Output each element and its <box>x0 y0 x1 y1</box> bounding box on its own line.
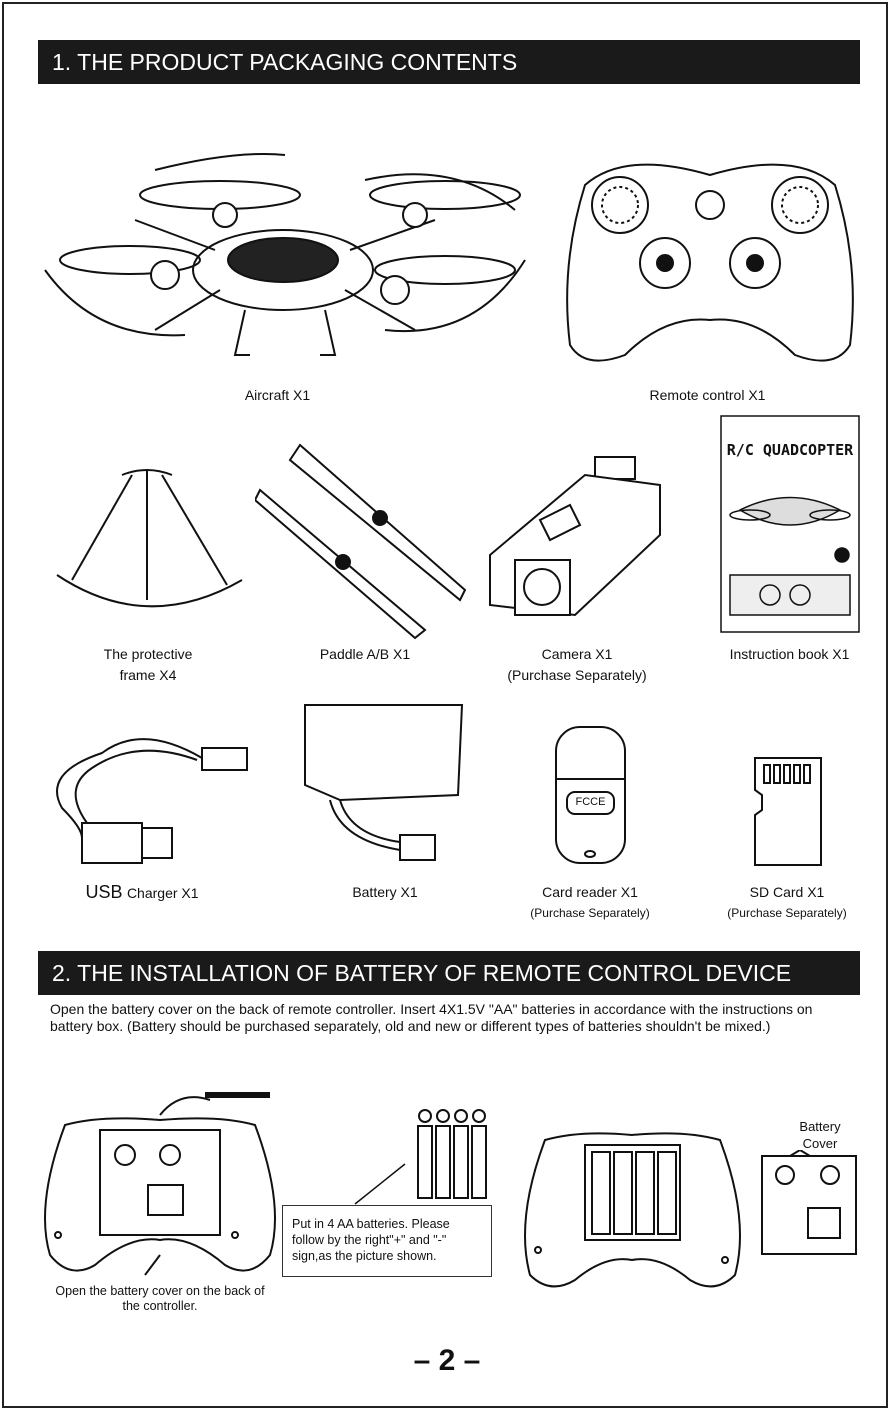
section-title-packaging: 1. THE PRODUCT PACKAGING CONTENTS <box>38 40 860 84</box>
aa-batteries-illustration <box>415 1108 490 1203</box>
usb-charger-illustration <box>42 728 254 868</box>
battery-cover-illustration <box>760 1150 858 1256</box>
open-cover-caption: Open the battery cover on the back of th… <box>55 1284 265 1313</box>
caption-instruction-book: Instruction book X1 <box>729 646 850 662</box>
caption-remote-control: Remote control X1 <box>649 387 766 403</box>
camera-illustration <box>485 455 670 620</box>
card-reader-mark: FCCE <box>575 796 606 808</box>
section-title-battery-installation: 2. THE INSTALLATION OF BATTERY OF REMOTE… <box>38 951 860 995</box>
caption-aircraft: Aircraft X1 <box>244 387 311 403</box>
remote-control-illustration <box>565 145 855 370</box>
caption-camera: Camera X1 (Purchase Separately) <box>507 646 647 683</box>
installation-paragraph: Open the battery cover on the back of re… <box>50 1001 813 1034</box>
caption-card-reader: Card reader X1 (Purchase Separately) <box>530 884 650 920</box>
book-title: R/C QUADCOPTER <box>726 441 854 459</box>
protective-frame-illustration <box>52 460 247 620</box>
caption-sd-card: SD Card X1 (Purchase Separately) <box>727 884 847 920</box>
card-reader-illustration: FCCE <box>553 724 628 866</box>
battery-cover-label: Battery Cover <box>799 1119 841 1151</box>
pointer-arrow-illustration <box>350 1160 410 1206</box>
controller-back-illustration <box>40 1085 280 1280</box>
caption-paddle: Paddle A/B X1 <box>319 646 411 662</box>
caption-usb-charger: USB Charger X1 <box>85 882 199 902</box>
sd-card-illustration <box>752 755 824 867</box>
battery-note-box: Put in 4 AA batteries. Please follow by … <box>282 1205 492 1277</box>
controller-with-batteries-illustration <box>520 1130 745 1295</box>
paddle-illustration <box>255 440 470 640</box>
page-number: – 2 – <box>413 1344 481 1377</box>
instruction-book-illustration: R/C QUADCOPTER <box>720 415 860 633</box>
caption-battery: Battery X1 <box>352 884 418 900</box>
aircraft-illustration <box>35 140 530 375</box>
caption-protective-frame: The protective frame X4 <box>103 646 193 683</box>
battery-illustration <box>300 700 470 870</box>
